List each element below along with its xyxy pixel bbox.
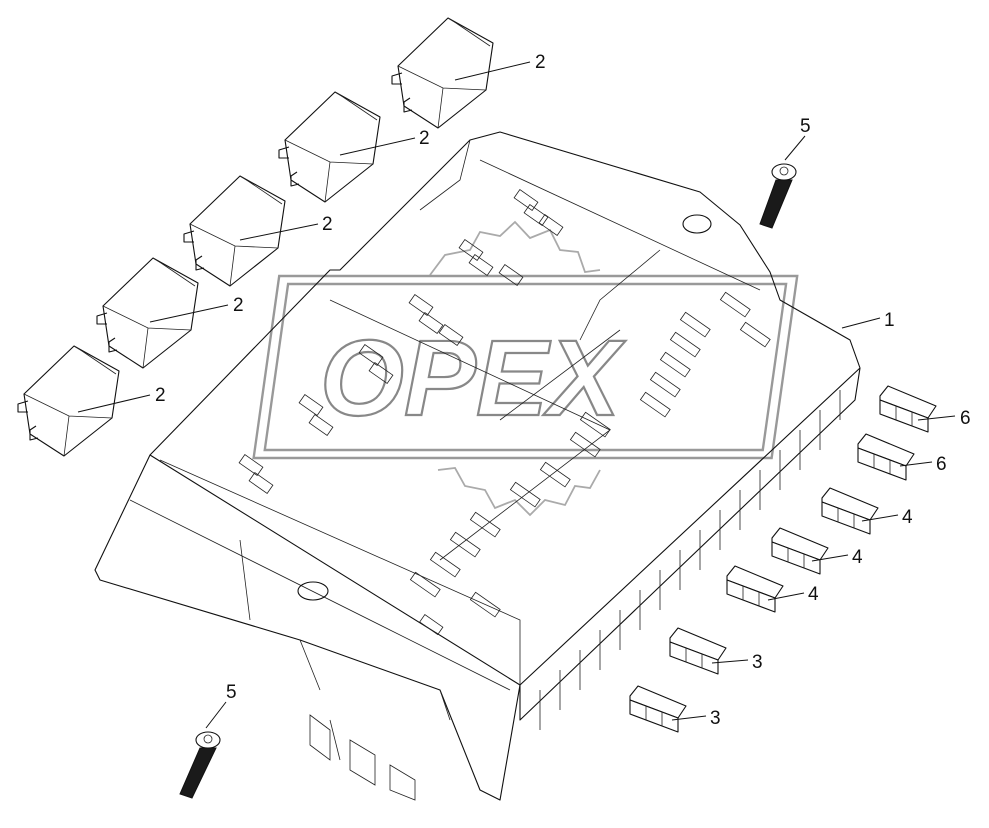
relay-5 bbox=[17, 345, 120, 457]
label-5-screw-bottom: 5 bbox=[226, 682, 237, 703]
label-2-relay-3: 2 bbox=[322, 214, 333, 235]
box-section-divider-3 bbox=[159, 459, 521, 685]
box-front-panel-lines bbox=[129, 499, 511, 761]
relay-4 bbox=[96, 257, 199, 369]
label-3-fuse-b: 3 bbox=[710, 708, 721, 729]
box-right-ribs bbox=[539, 390, 841, 730]
fuse-block-6a bbox=[879, 385, 937, 433]
fuse-relay-box bbox=[94, 131, 861, 801]
label-4-fuse-a: 4 bbox=[902, 507, 913, 528]
watermark-frame-outer bbox=[252, 274, 799, 460]
mounting-hole-rear bbox=[682, 214, 712, 234]
callout-lines bbox=[77, 61, 956, 729]
label-4-fuse-b: 4 bbox=[852, 547, 863, 568]
box-section-divider-4 bbox=[419, 139, 661, 421]
label-3-fuse-a: 3 bbox=[752, 652, 763, 673]
watermark-gear-outline bbox=[429, 220, 601, 517]
fuse-block-3b bbox=[629, 685, 687, 733]
screw-top bbox=[759, 163, 797, 229]
label-1-box: 1 bbox=[884, 310, 895, 331]
label-2-relay-1: 2 bbox=[535, 52, 546, 73]
relay-1 bbox=[391, 17, 494, 129]
fuse-slots bbox=[238, 189, 771, 636]
box-bottom-connectors bbox=[309, 714, 416, 801]
label-2-relay-5: 2 bbox=[155, 385, 166, 406]
label-2-relay-4: 2 bbox=[233, 295, 244, 316]
fuse-block-4a bbox=[821, 487, 879, 535]
watermark-text: OPEX bbox=[320, 317, 626, 438]
box-right-face bbox=[519, 367, 861, 721]
box-front-face bbox=[94, 454, 521, 801]
box-section-divider-2 bbox=[479, 159, 761, 291]
relay-2 bbox=[278, 91, 381, 203]
callout-labels: 2 2 2 2 2 1 5 5 6 6 4 4 4 3 3 bbox=[155, 52, 971, 729]
watermark-frame-inner bbox=[263, 282, 788, 452]
label-2-relay-2: 2 bbox=[419, 128, 430, 149]
fuse-block-6b bbox=[857, 433, 915, 481]
label-6-fuse-b: 6 bbox=[936, 454, 947, 475]
label-6-fuse-a: 6 bbox=[960, 408, 971, 429]
watermark: OPEX bbox=[252, 220, 799, 517]
fuse-block-4c bbox=[726, 565, 784, 613]
relay-3 bbox=[183, 175, 286, 287]
fuse-block-4b bbox=[771, 527, 829, 575]
fuse-block-3a bbox=[669, 627, 727, 675]
label-4-fuse-c: 4 bbox=[808, 584, 819, 605]
screw-bottom bbox=[179, 731, 221, 799]
label-5-screw-top: 5 bbox=[800, 116, 811, 137]
mounting-hole-front bbox=[297, 581, 329, 601]
